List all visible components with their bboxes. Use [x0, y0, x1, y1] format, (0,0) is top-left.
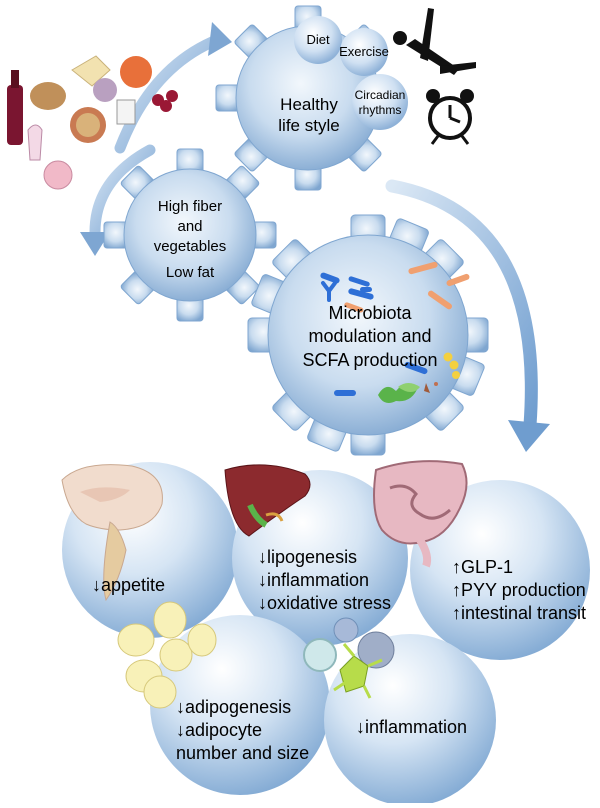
- immune-cells-icon: [303, 617, 395, 699]
- bacteria-icon: [320, 261, 470, 403]
- microbiota-gear: [247, 214, 489, 456]
- liver-outcome-line-2: ↓inflammation: [258, 570, 370, 591]
- diet-line2: and: [177, 218, 203, 235]
- intestine-icon: [373, 460, 468, 568]
- diet-gear: [103, 148, 277, 322]
- adipose-outcome-line-2: ↓adipocyte: [176, 720, 263, 741]
- intestine-outcome-line-2: ↑PYY production: [452, 580, 586, 601]
- exercise-person-icon: [393, 8, 476, 75]
- food-icon: [7, 55, 178, 190]
- alarm-clock-icon: [426, 89, 474, 145]
- arrow-to-diet: [80, 144, 156, 256]
- immune-outcome: ↓inflammation: [356, 716, 467, 739]
- brain-outcome: ↓appetite: [92, 574, 165, 597]
- intestine-outcome: ↑GLP-1 ↑PYY production ↑intestinal trans…: [452, 556, 586, 625]
- immune-circle: [324, 634, 496, 806]
- arrow-to-outcomes: [385, 179, 550, 452]
- intestine-circle: [410, 480, 590, 660]
- diet-bubble: [294, 16, 342, 64]
- diet-label: Diet: [306, 32, 330, 47]
- liver-icon: [224, 464, 311, 537]
- immune-outcome-line: ↓inflammation: [356, 717, 468, 737]
- microbiota-title: Microbiota modulation and SCFA productio…: [302, 303, 438, 370]
- fat-cells-icon: [117, 601, 217, 709]
- diet-line3: vegetables: [153, 238, 227, 255]
- circadian-bubble: [352, 74, 408, 130]
- liver-outcome-line-3: ↓oxidative stress: [258, 593, 392, 614]
- diet-line1: High fiber: [157, 198, 223, 215]
- diet-line4: Low fat: [165, 264, 215, 281]
- arrow-to-lifestyle: [114, 22, 232, 154]
- exercise-bubble: [340, 28, 388, 76]
- brain-outcome-line: ↓appetite: [92, 575, 166, 595]
- brain-icon: [61, 464, 163, 602]
- adipose-circle: [150, 615, 330, 795]
- adipose-outcome-line-3: number and size: [176, 743, 310, 764]
- intestine-outcome-line-3: ↑intestinal transit: [452, 603, 587, 624]
- circadian-label: Circadian rhythms: [354, 88, 406, 117]
- exercise-label: Exercise: [339, 44, 389, 59]
- intestine-outcome-line-1: ↑GLP-1: [452, 557, 514, 577]
- adipose-outcome: ↓adipogenesis ↓adipocyte number and size: [176, 696, 309, 765]
- liver-outcome-line-1: ↓lipogenesis: [258, 547, 358, 567]
- lifestyle-title: Healthy life style: [278, 95, 340, 136]
- liver-outcome: ↓lipogenesis ↓inflammation ↓oxidative st…: [258, 546, 391, 615]
- adipose-outcome-line-1: ↓adipogenesis: [176, 697, 292, 717]
